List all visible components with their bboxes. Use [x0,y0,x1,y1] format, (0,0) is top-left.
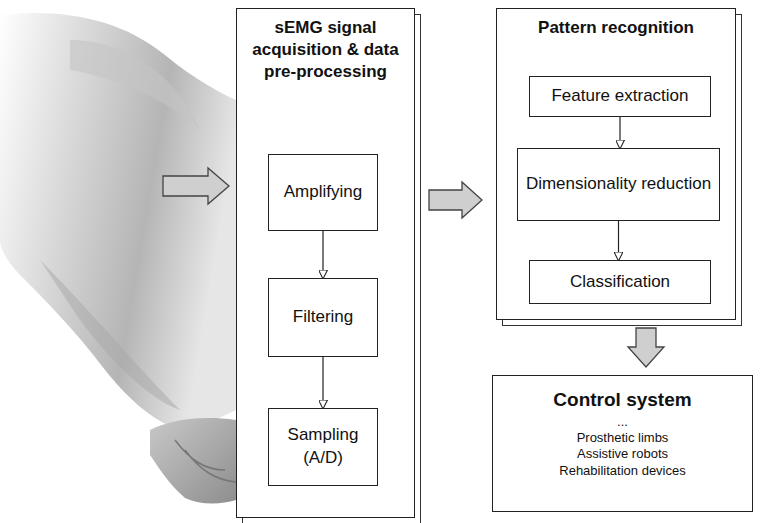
finger-lines [175,440,236,482]
forearm-shade [40,260,180,410]
process-box: Filtering [268,278,378,357]
box-label: Amplifying [284,181,362,204]
stage-panel: sEMG signal acquisition & data pre-proce… [236,8,415,518]
input-arrow [163,168,229,204]
flow-arrow [618,221,619,260]
process-box: Feature extraction [529,76,711,117]
flow-arrow [619,117,620,148]
box-label: Sampling (A/D) [275,424,371,470]
box-label: Classification [570,271,670,294]
output-panel: Control system...Prosthetic limbsAssisti… [492,375,753,512]
block-arrow [429,182,482,218]
list-item: Prosthetic limbs [577,430,669,446]
box-label: Filtering [293,306,353,329]
list-item: Rehabilitation devices [559,463,685,479]
process-box: Sampling (A/D) [268,408,378,486]
list-item: ... [617,414,628,430]
box-label: Dimensionality reduction [526,173,711,196]
biceps-shade [70,40,200,130]
flow-arrow [322,357,323,408]
stage-panel: Pattern recognitionFeature extractionDim… [496,8,736,320]
panel-heading: sEMG signal acquisition & data pre-proce… [237,9,414,83]
process-box: Amplifying [268,154,378,231]
panel-heading: Pattern recognition [497,9,735,39]
block-arrow [628,328,664,367]
hand [150,418,236,503]
box-label: Feature extraction [551,85,688,108]
upper-arm [0,13,236,430]
list-item: Assistive robots [577,446,668,462]
flow-arrow [322,231,323,278]
box-label: Control system [553,388,691,412]
process-box: Dimensionality reduction [517,148,720,221]
process-box: Classification [529,260,711,304]
